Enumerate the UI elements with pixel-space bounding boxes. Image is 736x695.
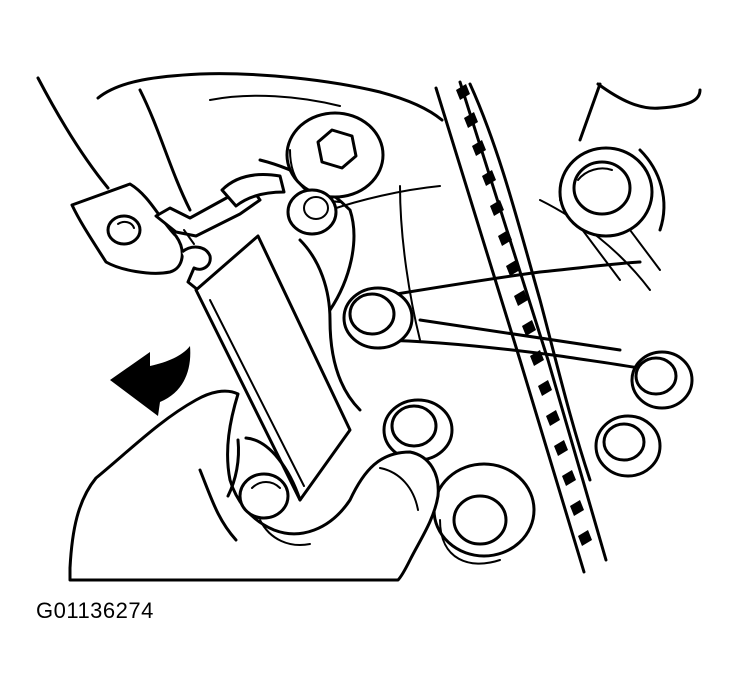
bolt-upper-right bbox=[558, 146, 654, 238]
bolt-upper-left bbox=[286, 188, 338, 236]
bolt-middle-left bbox=[342, 286, 414, 350]
timing-belt bbox=[434, 80, 608, 574]
tensioner-spring-link bbox=[154, 173, 286, 292]
curved-arrow-left-icon bbox=[110, 346, 191, 416]
wrench-tool bbox=[194, 234, 352, 502]
hand bbox=[68, 389, 440, 582]
tensioner-plate bbox=[70, 182, 184, 275]
belt-teeth bbox=[456, 84, 592, 546]
bolt-center-lower bbox=[382, 398, 454, 462]
bolt-right-middle bbox=[630, 350, 694, 410]
hex-bolt-top bbox=[285, 111, 385, 203]
bolt-right-lower bbox=[594, 414, 662, 478]
pulley-lower bbox=[432, 462, 536, 565]
figure-id-label: G01136274 bbox=[36, 598, 154, 623]
